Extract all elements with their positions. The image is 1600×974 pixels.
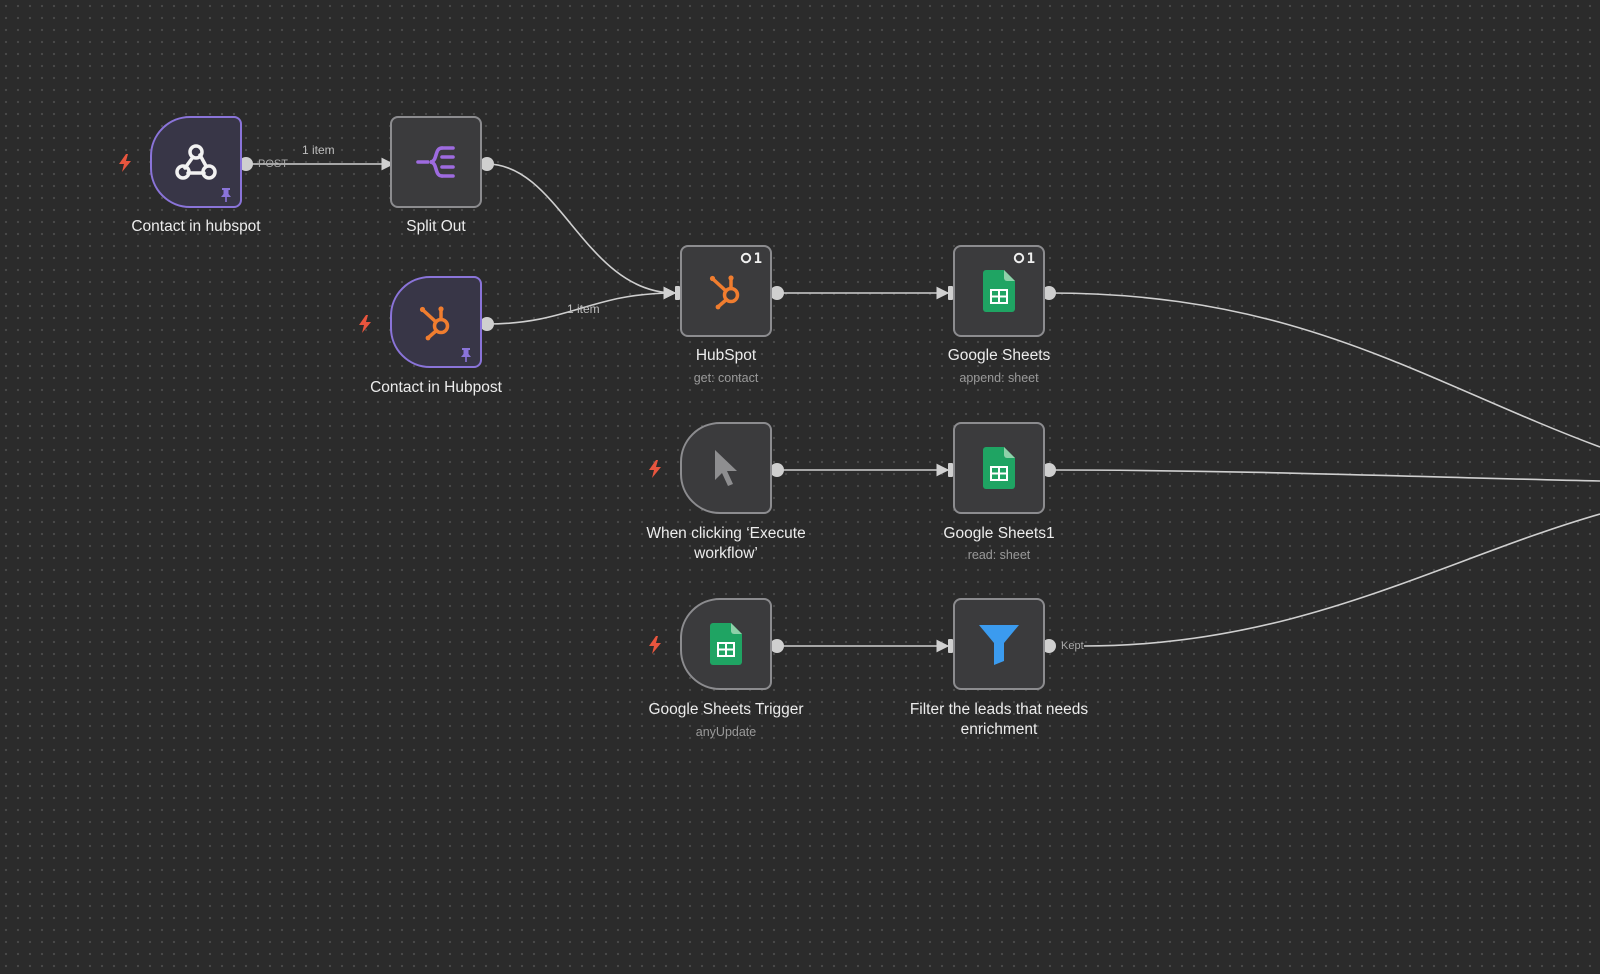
output-port bbox=[770, 639, 784, 653]
node-title: Split Out bbox=[406, 218, 466, 235]
output-port bbox=[480, 157, 494, 171]
google-sheets-icon bbox=[710, 623, 742, 665]
pin-icon bbox=[220, 188, 232, 202]
node-webhook[interactable] bbox=[150, 116, 242, 208]
run-count-badge: 1 bbox=[1013, 251, 1035, 267]
edge-items-label: 1 item bbox=[302, 143, 335, 157]
output-port bbox=[1042, 639, 1056, 653]
pin-icon bbox=[460, 348, 472, 362]
node-title: Google Sheets1 bbox=[943, 525, 1055, 542]
trigger-bolt-icon bbox=[357, 315, 373, 333]
trigger-bolt-icon bbox=[647, 460, 663, 478]
node-title: Contact in Hubpost bbox=[370, 379, 502, 396]
trigger-bolt-icon bbox=[647, 636, 663, 654]
cursor-icon bbox=[711, 448, 741, 488]
output-port bbox=[239, 157, 253, 171]
run-count: 1 bbox=[1026, 251, 1035, 267]
trigger-bolt-icon bbox=[117, 154, 133, 172]
output-port bbox=[770, 463, 784, 477]
run-count-badge: 1 bbox=[740, 251, 762, 267]
node-subtitle: read: sheet bbox=[967, 548, 1031, 562]
edge-sheets1-out bbox=[1048, 469, 1600, 482]
node-subtitle: get: contact bbox=[693, 371, 759, 385]
node-subtitle: anyUpdate bbox=[695, 725, 757, 739]
node-manual-trigger[interactable] bbox=[680, 422, 772, 514]
input-port bbox=[948, 639, 953, 653]
node-hubspot[interactable]: 1 bbox=[680, 245, 772, 337]
hubspot-icon bbox=[416, 302, 456, 342]
node-google-sheets[interactable]: 1 bbox=[953, 245, 1045, 337]
edge-filter-out bbox=[1083, 513, 1600, 647]
hubspot-icon bbox=[706, 271, 746, 311]
input-port bbox=[948, 286, 953, 300]
node-google-sheets-trigger[interactable] bbox=[680, 598, 772, 690]
edge-split-hubspot bbox=[486, 163, 677, 300]
loop-icon bbox=[740, 252, 751, 264]
filter-icon bbox=[978, 623, 1020, 665]
input-port bbox=[675, 286, 680, 300]
node-filter[interactable] bbox=[953, 598, 1045, 690]
google-sheets-icon bbox=[983, 447, 1015, 489]
output-port bbox=[1042, 463, 1056, 477]
edge-items-label: 1 item bbox=[567, 302, 600, 316]
node-title: HubSpot bbox=[695, 347, 757, 364]
node-google-sheets1[interactable] bbox=[953, 422, 1045, 514]
edge-sheets-out bbox=[1048, 292, 1600, 448]
google-sheets-icon bbox=[983, 270, 1015, 312]
node-title: Google Sheets Trigger bbox=[648, 701, 804, 718]
node-title: Contact in hubspot bbox=[131, 218, 261, 235]
output-port bbox=[480, 317, 494, 331]
run-count: 1 bbox=[753, 251, 762, 267]
output-port bbox=[770, 286, 784, 300]
node-subtitle: append: sheet bbox=[959, 371, 1039, 385]
output-port bbox=[1042, 286, 1056, 300]
node-title: Filter the leads that needs enrichment bbox=[909, 701, 1089, 738]
node-title: Google Sheets bbox=[947, 347, 1051, 364]
port-label-post: POST bbox=[258, 158, 288, 170]
split-out-icon bbox=[416, 144, 456, 180]
loop-icon bbox=[1013, 252, 1024, 264]
port-label-kept: Kept bbox=[1061, 640, 1084, 652]
webhook-icon bbox=[174, 142, 218, 182]
input-port bbox=[948, 463, 953, 477]
node-split-out[interactable] bbox=[390, 116, 482, 208]
node-title: When clicking ‘Execute workflow’ bbox=[646, 525, 806, 562]
edge-hubspottrigger-hubspot bbox=[486, 286, 677, 325]
node-hubspot-trigger[interactable] bbox=[390, 276, 482, 368]
